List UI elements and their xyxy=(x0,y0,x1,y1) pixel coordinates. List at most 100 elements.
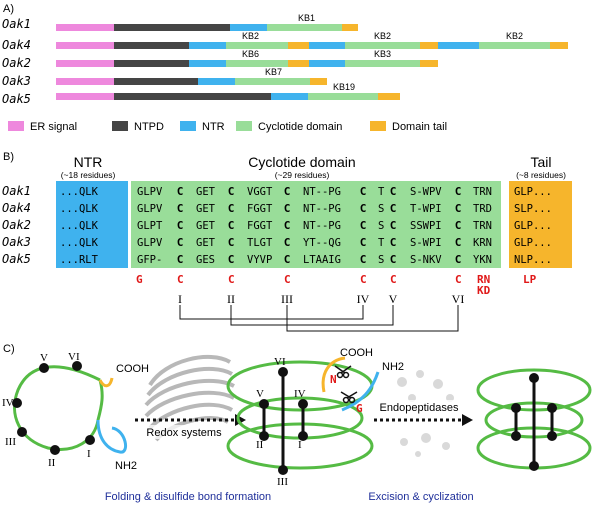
cyclotide-segment xyxy=(226,60,288,67)
ntr-segment xyxy=(309,60,345,67)
legend-swatch-tail xyxy=(370,121,386,131)
caption-excision: Excision & cyclization xyxy=(368,491,473,503)
er-signal-segment xyxy=(56,24,114,31)
cys-node xyxy=(278,367,288,377)
loop-sequence: T xyxy=(378,237,385,249)
cyclotide-segment xyxy=(226,42,288,49)
cysteine: C xyxy=(177,253,184,266)
vesicle xyxy=(415,451,421,457)
kb-label: KB7 xyxy=(265,67,282,77)
cyclotide-segment xyxy=(235,78,310,85)
ntr-sequence: ...QLK xyxy=(60,220,99,232)
cysteine: C xyxy=(455,253,462,266)
tail-title: Tail xyxy=(530,154,551,170)
cysteine: C xyxy=(177,185,184,198)
intermediate-ntr xyxy=(341,371,380,412)
ntr-segment xyxy=(230,24,267,31)
loop-sequence: T xyxy=(378,186,385,198)
numeral-bg xyxy=(222,291,240,305)
intermediate-numeral-iii: III xyxy=(277,476,288,488)
cysteine: C xyxy=(228,253,235,266)
kb-label: KB2 xyxy=(242,31,259,41)
er-membrane xyxy=(146,366,234,397)
cys-node xyxy=(511,403,521,413)
folded-intermediate: VI V IV II I III COOH NH2 N G xyxy=(226,347,404,488)
intermediate-cooh: COOH xyxy=(340,347,373,359)
cysteine: C xyxy=(228,185,235,198)
cleavage-site-n: N xyxy=(330,373,337,386)
loop-sequence: S xyxy=(378,254,384,266)
loop-sequence: NT--PG xyxy=(303,186,341,198)
ntr-sequence: ...QLK xyxy=(60,237,99,249)
conserved-kd: KD xyxy=(477,284,491,297)
cys-node xyxy=(511,431,521,441)
numeral-iii: III xyxy=(281,292,293,306)
tail-segment xyxy=(310,78,327,85)
loop-sequence: S xyxy=(378,220,384,232)
gene-bar-oak4: KB2 KB2 KB2 xyxy=(56,31,568,49)
scissors-handle xyxy=(342,371,350,379)
cysteine: C xyxy=(390,185,397,198)
legend-swatch-ntpd xyxy=(112,121,128,131)
precursor-numeral-ii: II xyxy=(48,457,56,469)
cysteine: C xyxy=(360,202,367,215)
cys-node xyxy=(529,461,539,471)
cysteine: C xyxy=(228,236,235,249)
loop-sequence: GFP- xyxy=(137,254,162,266)
ntr-segment xyxy=(438,42,479,49)
gene-name-oak5: Oak5 xyxy=(2,92,31,106)
loop-sequence: KRN xyxy=(473,237,492,249)
loop-sequence: GES xyxy=(196,254,215,266)
cyclotide-title: Cyclotide domain xyxy=(248,154,355,170)
legend-label-tail: Domain tail xyxy=(392,121,447,133)
tail-segment xyxy=(342,24,358,31)
loop-sequence: YKN xyxy=(473,254,492,266)
cysteine: C xyxy=(228,202,235,215)
er-signal-segment xyxy=(56,78,114,85)
loop-sequence: GLPV xyxy=(137,237,163,249)
loop-sequence: VYVP xyxy=(247,254,272,266)
cys-node xyxy=(298,431,308,441)
precursor-numeral-iii: III xyxy=(5,436,16,448)
loop-sequence: S xyxy=(378,203,384,215)
alignment-gene-names: Oak1 Oak4 Oak2 Oak3 Oak5 xyxy=(2,184,31,266)
loop-sequence: GET xyxy=(196,220,216,232)
step2-label-bg xyxy=(376,400,462,414)
conserved-cys-1: C xyxy=(177,273,184,286)
conserved-rn: RN xyxy=(477,273,490,286)
legend-label-cyclotide: Cyclotide domain xyxy=(258,121,342,133)
er-membrane xyxy=(144,390,235,418)
intermediate-numeral-i: I xyxy=(298,439,302,451)
ntr-sequence: ...QLK xyxy=(60,186,99,198)
vesicle xyxy=(416,370,424,378)
ntpd-segment xyxy=(114,93,271,100)
panel-a-label: A) xyxy=(3,3,14,15)
cyclotide-segment xyxy=(345,60,420,67)
precursor-numeral-vi: VI xyxy=(68,351,80,363)
cys-node xyxy=(17,427,27,437)
tail-sequence: GLP... xyxy=(514,237,552,249)
cys-node xyxy=(259,431,269,441)
loop-sequence: TRN xyxy=(473,186,492,198)
cysteine: C xyxy=(284,219,291,232)
tail-sequence: NLP... xyxy=(514,254,552,266)
ntr-title: NTR xyxy=(74,154,103,170)
tail-sequence: SLP... xyxy=(514,203,552,215)
vesicle xyxy=(421,433,431,443)
cys-node xyxy=(50,445,60,455)
cysteine: C xyxy=(390,253,397,266)
cysteine: C xyxy=(455,185,462,198)
legend: ER signal NTPD NTR Cyclotide domain Doma… xyxy=(8,121,447,133)
precursor-nh2: NH2 xyxy=(115,460,137,472)
scissors-icon xyxy=(334,365,352,379)
er-signal-segment xyxy=(56,42,114,49)
conserved-residues: G C C C C C C RN KD LP xyxy=(136,273,537,297)
cys-node xyxy=(547,403,557,413)
ntpd-segment xyxy=(114,78,198,85)
cysteine: C xyxy=(360,236,367,249)
gene-name-oak1: Oak1 xyxy=(2,17,31,31)
cys-node xyxy=(298,399,308,409)
precursor-tail xyxy=(98,377,114,388)
